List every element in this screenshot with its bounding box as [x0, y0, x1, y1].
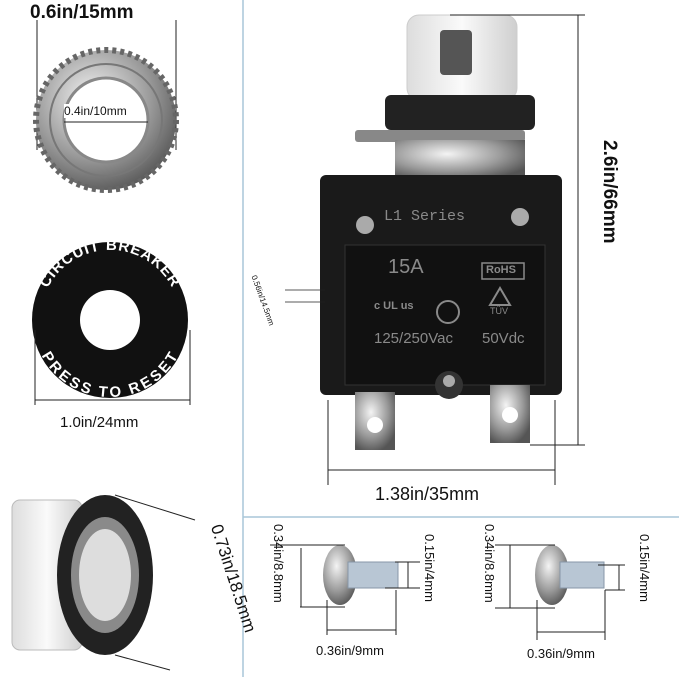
screw-image-2	[495, 544, 625, 640]
reset-ring-image: CIRCUIT BREAKER PRESS TO RESET	[32, 237, 191, 405]
screw-thread-label: 0.15in/4mm	[422, 534, 437, 602]
breaker-height-label: 2.6in/66mm	[599, 140, 620, 244]
screw-head-label: 0.34in/8.8mm	[271, 524, 286, 603]
tuv-mark: TÜV	[490, 306, 508, 316]
breaker-rating: 15A	[388, 256, 424, 278]
ac-voltage: 125/250Vac	[374, 330, 453, 347]
ring-width-label: 1.0in/24mm	[60, 414, 139, 431]
breaker-image	[285, 14, 585, 485]
screw-thread-label: 0.15in/4mm	[637, 534, 652, 602]
ul-mark: c UL us	[374, 300, 414, 312]
breaker-width-label: 1.38in/35mm	[375, 484, 480, 504]
nut-image	[33, 20, 179, 193]
rohs-mark: RoHS	[486, 264, 516, 276]
screw-length-label: 0.36in/9mm	[316, 643, 384, 658]
breaker-series: L1 Series	[384, 208, 466, 225]
screw-image-1	[270, 544, 420, 635]
rubber-boot-image	[11, 494, 196, 671]
nut-width-label: 0.6in/15mm	[30, 2, 134, 23]
nut-inner-label: 0.4in/10mm	[64, 104, 127, 118]
screw-length-label: 0.36in/9mm	[527, 646, 595, 661]
dc-voltage: 50Vdc	[482, 330, 525, 347]
screw-head-label: 0.34in/8.8mm	[482, 524, 497, 603]
